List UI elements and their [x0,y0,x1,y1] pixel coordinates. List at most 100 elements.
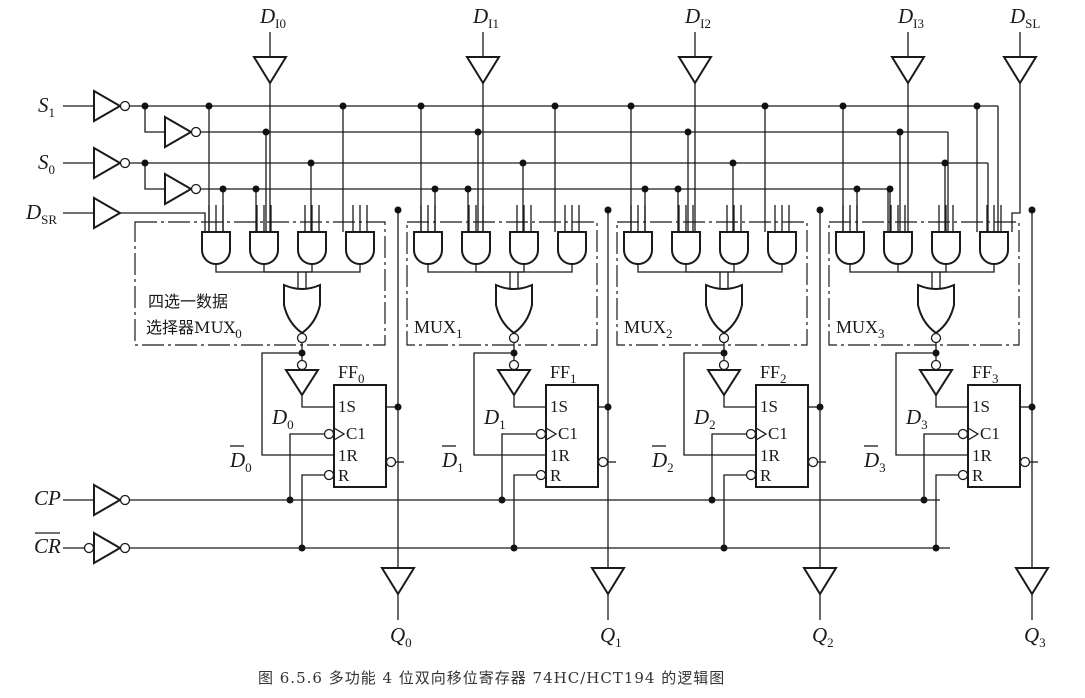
junction-dot [431,185,439,193]
output-buffer-icon [802,567,838,596]
mux-label: MUX3 [836,317,885,341]
top-input-sl: DSL [1002,4,1040,232]
top-input-i3: DI3 [890,4,926,232]
junction-dot [519,159,527,167]
and-gate-icon [249,231,279,265]
top-input-label: DI2 [684,4,711,31]
buffer-icon [252,56,288,85]
control-bus [130,102,999,232]
mux-frame [616,221,808,346]
d-bar-label: D2 [651,448,674,475]
s1-inverter-icon [93,89,123,123]
junction-dot [252,185,260,193]
pin-1s: 1S [550,397,568,416]
output-label: Q2 [812,623,834,650]
junction-dot [464,185,472,193]
junction-dot [219,185,227,193]
flipflop-box [333,384,387,488]
and-gate-icon [461,231,491,265]
junction-dot [674,185,682,193]
nor-gate-icon [495,283,533,335]
output-label: Q0 [390,623,412,650]
junction-dot [853,185,861,193]
s1-not-inverter-icon [164,115,194,149]
mux-1: MUX1 [406,102,598,346]
junction-dot [973,102,981,110]
input-s0: S0 [38,146,202,206]
junction-dot [941,159,949,167]
pin-c1: C1 [768,424,788,443]
figure-caption: 图 6.5.6 多功能 4 位双向移位寄存器 74HC/HCT194 的逻辑图 [258,669,725,687]
pin-1r: 1R [550,446,571,465]
pin-c1: C1 [980,424,1000,443]
mux-frame [134,221,386,346]
nor-gate-icon [705,283,743,335]
s0-not-inverter-icon [164,172,194,206]
output-label: Q3 [1024,623,1046,650]
flipflop-box [755,384,809,488]
pin-1r: 1R [760,446,781,465]
mux-label: MUX2 [624,317,673,341]
output-buffer-icon [1014,567,1050,596]
and-gate-icon [767,231,797,265]
junction-dot [307,159,315,167]
flipflop-box [545,384,599,488]
s1-second-inverter [144,106,202,149]
buffer-icon [1002,56,1038,85]
mux-2: MUX2 [616,102,808,346]
flipflop-name: FF0 [338,362,365,386]
top-input-label: DI3 [897,4,924,31]
pin-r: R [760,466,772,485]
pin-c1: C1 [346,424,366,443]
cp-label: CP [34,486,61,510]
inverter-icon [284,369,320,397]
nor-gate-icon [283,283,321,335]
junction-dot [729,159,737,167]
junction-dot [886,185,894,193]
s0-label: S0 [38,150,55,177]
d-label: D3 [905,405,928,432]
and-gate-icon [883,231,913,265]
mux-3: MUX3 [828,102,1020,346]
output-q0: Q0 [380,206,416,650]
cr-label: CR [34,534,61,558]
d-bar-label: D1 [441,448,464,475]
mux-label: MUX1 [414,317,463,341]
d-label: D1 [483,405,506,432]
mux-label: 选择器MUX0 [146,318,242,341]
d-bar-label: D0 [229,448,252,475]
output-q1: Q1 [590,206,626,650]
buffer-icon [677,56,713,85]
d-label: D0 [271,405,294,432]
and-gate-icon [931,231,961,265]
junction-dot [761,102,769,110]
and-gate-icon [835,231,865,265]
output-label: Q1 [600,623,622,650]
and-gate-icon [623,231,653,265]
junction-dot [641,185,649,193]
and-gate-icon [201,231,231,265]
pin-r: R [972,466,984,485]
d-label: D2 [693,405,716,432]
input-dsr: DSR [25,196,123,230]
and-gate-icon [671,231,701,265]
s1-label: S1 [38,93,55,120]
and-gate-icon [979,231,1009,265]
flipflop-name: FF3 [972,362,999,386]
s0-inverter-icon [93,146,123,180]
top-input-label: DI0 [259,4,286,31]
output-buffer-icon [380,567,416,596]
junction-dot [551,102,559,110]
mux-frame [406,221,598,346]
top-input-label: DSL [1009,4,1040,31]
inverter-icon [496,369,532,397]
and-gate-icon [413,231,443,265]
inverter-icon [706,369,742,397]
buffer-icon [890,56,926,85]
pin-c1: C1 [558,424,578,443]
junction-dot [839,102,847,110]
and-gate-icon [719,231,749,265]
